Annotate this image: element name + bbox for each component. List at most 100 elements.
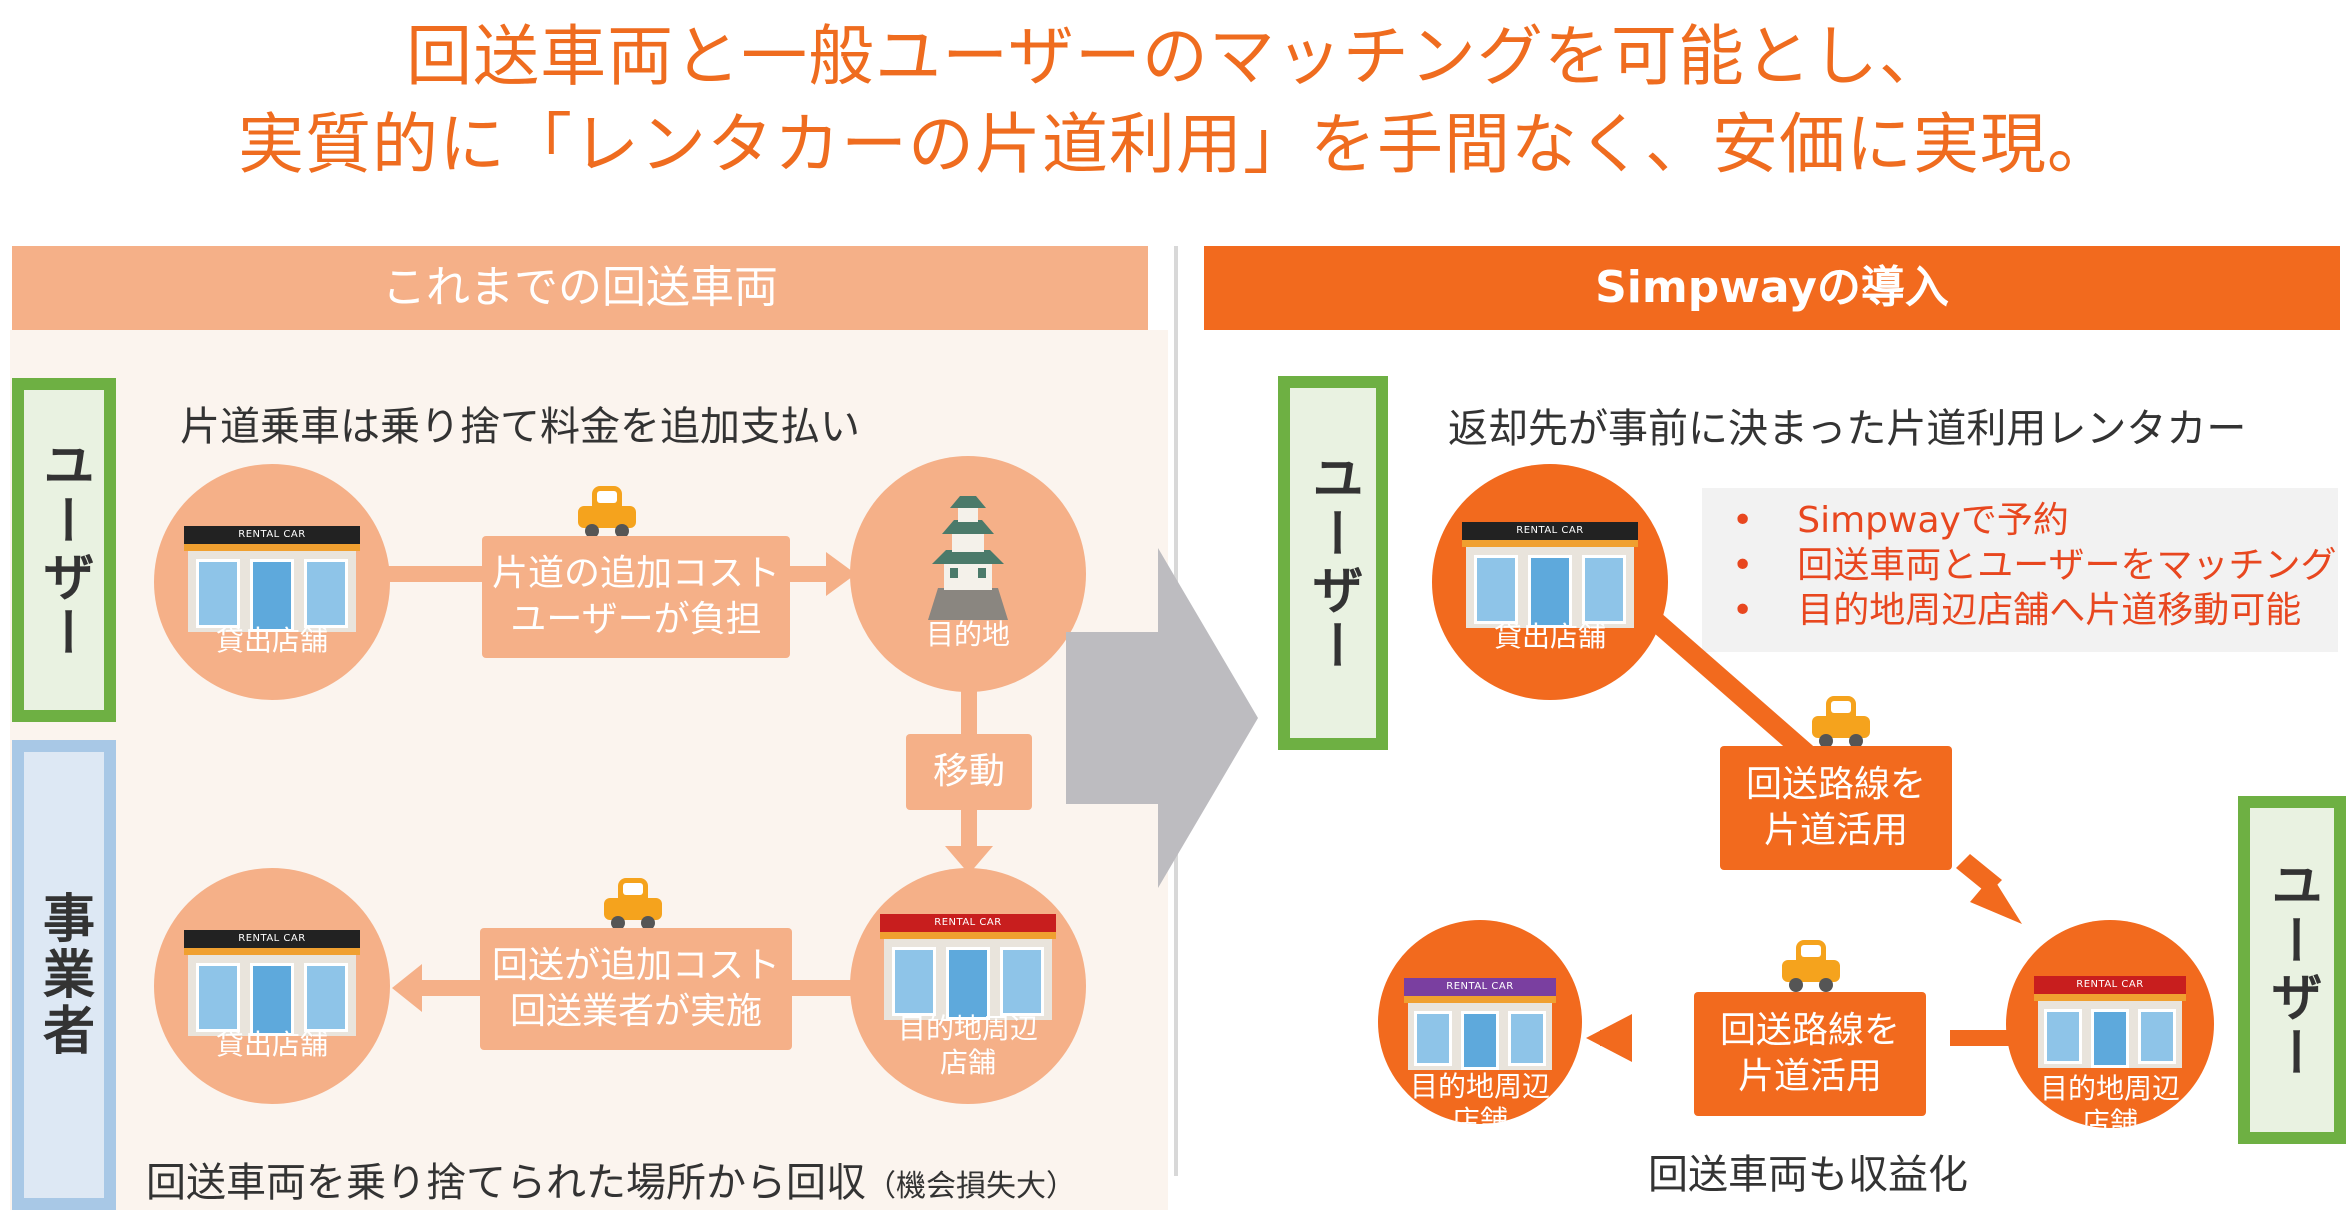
store-awning [184, 948, 360, 955]
left-box-top: 片道の追加コスト ユーザーが負担 [482, 536, 790, 658]
left-store-bottom-right-label-line1: 目的地周辺 [897, 1012, 1038, 1045]
store-window [1508, 1011, 1546, 1066]
right-box-bottom: 回送路線を 片道活用 [1694, 992, 1926, 1116]
store-window [1414, 1011, 1452, 1066]
right-caption-bottom: 回送車両も収益化 [1648, 1152, 1968, 1198]
arrow-left-top-seg2 [790, 566, 830, 582]
right-store-bottom-left-circle: RENTAL CAR 目的地周辺 店舗 [1378, 920, 1582, 1124]
right-box-middle-line1: 回送路線を [1745, 764, 1926, 805]
right-store-bottom-left-label-line2: 店舗 [1451, 1104, 1508, 1124]
right-caption-top: 返却先が事前に決まった片道利用レンタカー [1448, 406, 2247, 452]
left-flow-arrows [380, 552, 993, 1012]
side-label-user-right-panel-left: ユーザー [1278, 376, 1388, 750]
arrow-left-down-head [945, 846, 993, 874]
arrow-left-down-seg2 [961, 810, 977, 850]
arrow-right-diag-head [1970, 876, 2022, 924]
castle-icon [928, 496, 1008, 620]
right-store-bottom-right-circle: RENTAL CAR 目的地周辺 店舗 [2006, 920, 2214, 1128]
left-box-top-line1: 片道の追加コスト [491, 553, 780, 594]
arrow-right-diag-seg1 [1646, 612, 1820, 766]
right-box-middle: 回送路線を 片道活用 [1720, 746, 1952, 870]
store-icon: RENTAL CAR [1462, 522, 1638, 628]
store-icon: RENTAL CAR [1404, 978, 1556, 1070]
left-caption-bottom: 回送車両を乗り捨てられた場所から回収（機会損失大） [146, 1150, 1076, 1208]
right-store-bottom-right-label-line1: 目的地周辺 [2039, 1072, 2180, 1105]
store-window [1474, 555, 1518, 624]
left-caption-top: 片道乗車は乗り捨て料金を追加支払い [180, 404, 860, 450]
right-store-bottom-right-label-line2: 店舗 [2081, 1106, 2138, 1128]
store-sign: RENTAL CAR [1462, 522, 1638, 540]
side-label-user-right-panel-left-text: ユーザー [1302, 451, 1363, 675]
side-label-user-text: ユーザー [33, 438, 94, 662]
store-sign: RENTAL CAR [184, 526, 360, 544]
arrow-left-down-seg1 [961, 690, 977, 734]
side-label-user: ユーザー [12, 378, 116, 722]
store-sign: RENTAL CAR [1404, 978, 1556, 996]
left-box-bottom: 回送が追加コスト 回送業者が実施 [480, 928, 792, 1050]
store-awning [880, 932, 1056, 939]
feature-bullet-list: Simpwayで予約 回送車両とユーザーをマッチング 目的地周辺店舗へ片道移動可… [1702, 488, 2338, 652]
feature-bullet: 目的地周辺店舗へ片道移動可能 [1732, 588, 2338, 633]
arrow-left-bottom-seg2 [420, 980, 480, 996]
store-awning [184, 544, 360, 551]
transition-arrow [1066, 548, 1258, 888]
store-icon: RENTAL CAR [184, 930, 360, 1036]
feature-bullet: Simpwayで予約 [1732, 498, 2338, 543]
store-sign: RENTAL CAR [184, 930, 360, 948]
destination-label: 目的地 [925, 618, 1010, 651]
arrow-left-bottom-head [392, 964, 422, 1012]
store-window [1582, 555, 1626, 624]
store-window [2044, 1009, 2082, 1064]
right-store-top-circle: RENTAL CAR 貸出店舗 [1432, 464, 1668, 700]
left-box-bottom-line2: 回送業者が実施 [509, 991, 762, 1032]
store-window [2138, 1009, 2176, 1064]
store-door [1461, 1011, 1499, 1070]
right-store-bottom-left-label-line1: 目的地周辺 [1409, 1070, 1550, 1103]
store-door [250, 963, 294, 1036]
store-awning [1404, 996, 1556, 1003]
side-label-user-right-panel-right: ユーザー [2238, 796, 2346, 1144]
store-door [1528, 555, 1572, 628]
store-window [196, 559, 240, 628]
right-flow-arrows [1586, 612, 2022, 1062]
move-box: 移動 [906, 734, 1032, 810]
taxi-icon [1812, 696, 1870, 748]
left-store-bottom-right-label: 目的地周辺 店舗 [850, 1012, 1086, 1080]
arrow-right-bottom-head [1586, 1014, 1632, 1062]
side-label-user-right-panel-right-text: ユーザー [2261, 858, 2322, 1082]
store-sign: RENTAL CAR [2034, 976, 2186, 994]
side-label-operator-text: 事業者 [33, 891, 94, 1059]
right-store-top-label: 貸出店舗 [1493, 620, 1606, 653]
right-box-bottom-line1: 回送路線を [1719, 1010, 1900, 1051]
left-panel-header: これまでの回送車両 [12, 246, 1148, 330]
store-window [304, 963, 348, 1032]
destination-circle: 目的地 [850, 456, 1086, 692]
store-door [2091, 1009, 2129, 1068]
left-store-top-label: 貸出店舗 [215, 624, 328, 657]
right-store-bottom-right-label: 目的地周辺 店舗 [2006, 1072, 2214, 1128]
left-caption-bottom-note: （機会損失大） [866, 1169, 1076, 1204]
right-box-middle-line2: 片道活用 [1763, 810, 1908, 851]
left-box-bottom-line1: 回送が追加コスト [491, 945, 780, 986]
left-store-bottom-right-label-line2: 店舗 [939, 1046, 996, 1079]
store-icon: RENTAL CAR [2034, 976, 2186, 1068]
side-label-operator: 事業者 [12, 740, 116, 1210]
arrow-left-top-seg1 [380, 566, 490, 582]
right-box-bottom-line2: 片道活用 [1737, 1056, 1882, 1097]
store-door [250, 559, 294, 632]
left-store-bottom-left-label: 貸出店舗 [215, 1028, 328, 1061]
arrow-left-bottom-seg1 [784, 980, 854, 996]
store-window [1000, 947, 1044, 1016]
left-store-bottom-right-circle: RENTAL CAR 目的地周辺 店舗 [850, 868, 1086, 1104]
store-sign: RENTAL CAR [880, 914, 1056, 932]
headline-line-2: 実質的に「レンタカーの片道利用」を手間なく、安価に実現。 [238, 106, 2114, 183]
right-panel-header: Simpwayの導入 [1204, 246, 2340, 330]
store-awning [1462, 540, 1638, 547]
store-window [304, 559, 348, 628]
taxi-icon [578, 486, 636, 538]
store-window [196, 963, 240, 1032]
store-door [946, 947, 990, 1020]
store-window [892, 947, 936, 1016]
arrow-right-bottom-seg1 [1950, 1030, 2010, 1046]
taxi-icon [604, 878, 662, 930]
